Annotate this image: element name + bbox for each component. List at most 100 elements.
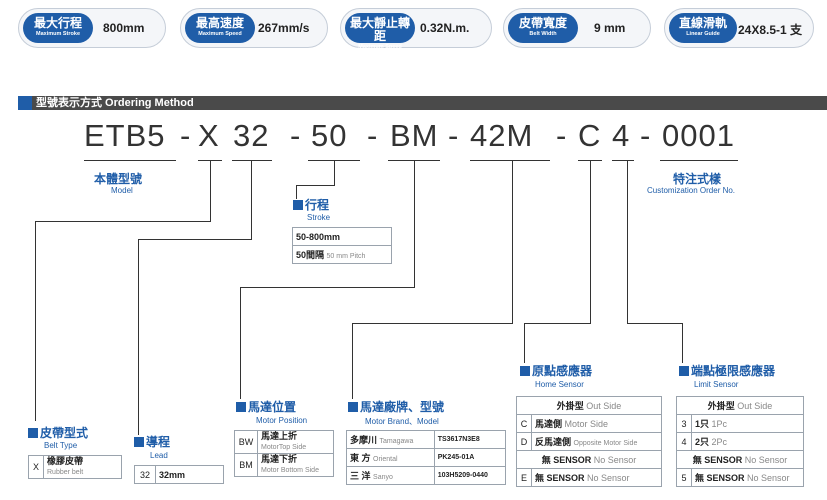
- home-desc-zh: 無 SENSOR: [541, 455, 592, 465]
- spec-label-zh: 最大靜止轉距: [349, 16, 410, 43]
- code-dash: -: [448, 118, 460, 153]
- limit-desc-zh: 無 SENSOR: [692, 455, 743, 465]
- home-desc-en: No Sensor: [587, 473, 630, 483]
- home-label: 原點感應器: [520, 362, 592, 379]
- bullet-icon: [679, 366, 689, 376]
- code-part-motor: 42M: [470, 118, 534, 153]
- motor-pos-zh: 馬達下折: [261, 454, 298, 464]
- home-code: D: [516, 432, 532, 451]
- spec-label-en: Linear Guide: [686, 31, 720, 37]
- spec-value: 267mm/s: [258, 21, 310, 35]
- stroke-label: 行程: [293, 196, 329, 213]
- home-desc-en: No Sensor: [593, 455, 637, 465]
- home-desc: 馬達側 Motor Side: [531, 414, 662, 433]
- connector: [240, 287, 241, 399]
- limit-desc: 1只 1Pc: [691, 414, 804, 433]
- stroke-label-zh: 行程: [305, 198, 330, 212]
- connector: [296, 185, 335, 186]
- limit-code: 5: [676, 468, 692, 487]
- model-label: 本體型號: [94, 172, 143, 186]
- limit-head-zh: 外掛型: [707, 401, 735, 411]
- spec-label-zh: 最高速度: [195, 16, 244, 30]
- connector: [590, 160, 591, 324]
- custom-label: 特注式樣: [673, 172, 722, 186]
- limit-desc-en: No Sensor: [747, 473, 790, 483]
- brand-model: PK245-01A: [433, 448, 507, 467]
- spec-label-en: Belt Width: [529, 31, 557, 37]
- belt-code: X: [28, 455, 44, 479]
- limit-desc-zh: 1只: [695, 419, 710, 429]
- connector: [35, 221, 211, 222]
- bullet-icon: [236, 402, 246, 412]
- limit-desc-zh: 2只: [695, 437, 710, 447]
- header-accent: [18, 96, 32, 110]
- code-dash: -: [556, 118, 568, 153]
- spec-label-zh: 直線滑軌: [678, 16, 727, 30]
- section-header-bar: 型號表示方式 Ordering Method: [18, 96, 827, 110]
- belt-table: X 橡膠皮帶 Rubber belt: [28, 455, 122, 479]
- connector: [240, 287, 415, 288]
- motor-brand-table: 多摩川 Tamagawa TS3617N3E8 東 方 Oriental PK2…: [346, 430, 507, 485]
- connector: [512, 160, 513, 324]
- connector: [210, 160, 211, 222]
- limit-head-en: Out Side: [737, 401, 773, 411]
- home-desc-en: Opposite Motor Side: [573, 440, 638, 447]
- bullet-icon: [348, 402, 358, 412]
- code-part-motor-pos: BM: [390, 118, 439, 153]
- belt-label-zh: 皮帶型式: [40, 426, 89, 440]
- connector: [627, 160, 628, 324]
- lead-value: 32mm: [155, 465, 224, 484]
- lead-code: 32: [134, 465, 156, 484]
- brand-en: Sanyo: [373, 474, 393, 481]
- limit-desc-zh: 無 SENSOR: [695, 473, 745, 483]
- brand-zh: 多摩川: [350, 435, 378, 445]
- motor-brand-label-en: Motor Brand、Model: [365, 417, 439, 426]
- connector: [138, 239, 139, 435]
- connector: [524, 323, 525, 363]
- stroke-pitch-zh: 50間隔: [296, 250, 325, 260]
- limit-code: 4: [676, 432, 692, 451]
- brand-model: 103H5209-0440: [433, 466, 507, 485]
- underline: [612, 160, 634, 161]
- belt-name-en: Rubber belt: [47, 469, 84, 476]
- code-part-belt: X: [198, 118, 220, 153]
- limit-head: 外掛型 Out Side: [676, 396, 804, 415]
- spec-value: 0.32N.m.: [420, 21, 470, 35]
- motor-pos-zh: 馬達上折: [261, 431, 298, 441]
- code-part-stroke: 50: [311, 118, 348, 153]
- limit-desc-en: 1Pc: [711, 419, 728, 429]
- limit-label-en: Limit Sensor: [694, 380, 739, 389]
- spec-label-en: Maximum Stroke: [35, 31, 80, 37]
- home-code: C: [516, 414, 532, 433]
- lead-label-en: Lead: [150, 451, 168, 460]
- motor-pos-code: BW: [234, 430, 258, 454]
- belt-label-en: Belt Type: [44, 441, 78, 450]
- home-head-en: Out Side: [586, 401, 622, 411]
- code-dash: -: [290, 118, 302, 153]
- connector: [296, 185, 297, 199]
- custom-label-en: Customization Order No.: [647, 186, 736, 195]
- code-dash: -: [367, 118, 379, 153]
- spec-value: 800mm: [103, 21, 145, 35]
- connector: [682, 323, 683, 363]
- lead-label: 導程: [134, 433, 170, 450]
- motor-brand-label-zh: 馬達廠牌、型號: [360, 400, 445, 414]
- bullet-icon: [293, 200, 303, 210]
- motor-pos-label: 馬達位置: [236, 398, 296, 415]
- connector: [627, 323, 682, 324]
- belt-name-zh: 橡膠皮帶: [47, 456, 84, 466]
- motor-pos-en: Motor Bottom Side: [261, 467, 319, 474]
- code-part-lead: 32: [233, 118, 270, 153]
- stroke-pitch: 50間隔 50 mm Pitch: [292, 245, 392, 264]
- connector: [334, 160, 335, 186]
